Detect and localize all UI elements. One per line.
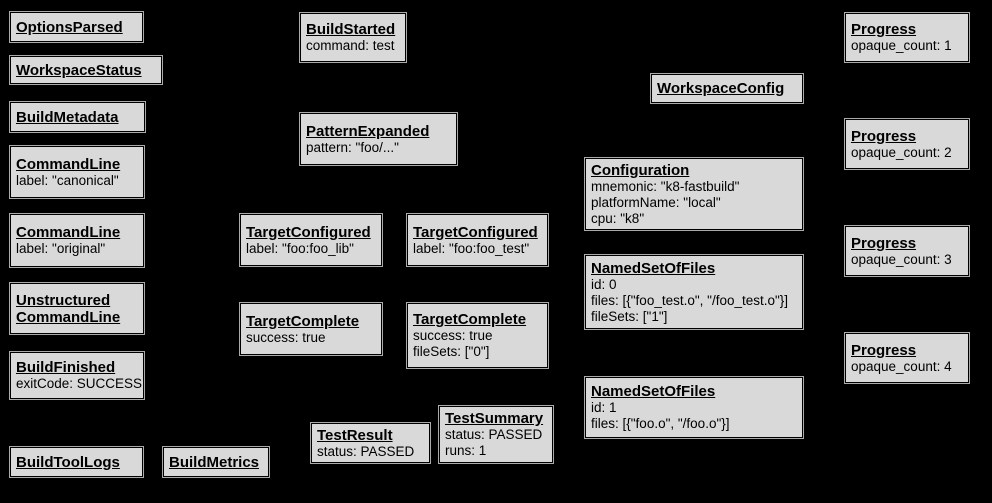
node-detail: success: true — [246, 329, 326, 345]
node-title: CommandLine — [16, 308, 121, 326]
node-detail: files: [{"foo_test.o", "/foo_test.o"}] — [591, 292, 789, 308]
node-detail: runs: 1 — [445, 443, 487, 458]
node-title: BuildStarted — [306, 21, 396, 38]
node-title: BuildMetadata — [16, 108, 119, 126]
node-detail: pattern: "foo/..." — [306, 139, 399, 155]
node-title: CommandLine — [16, 224, 121, 241]
node-title: Progress — [851, 21, 917, 38]
node-title: TargetConfigured — [246, 223, 371, 241]
node-title: Progress — [851, 127, 917, 145]
node-detail: opaque_count: 3 — [851, 251, 952, 267]
node-detail: exitCode: SUCCESS — [16, 376, 143, 391]
node-build-metadata: BuildMetadata — [10, 102, 145, 132]
node-detail: label: "foo:foo_lib" — [246, 240, 354, 256]
node-title: WorkspaceStatus — [16, 61, 142, 79]
node-workspace-config: WorkspaceConfig — [651, 74, 803, 103]
node-options-parsed: OptionsParsed — [10, 12, 143, 42]
node-title: NamedSetOfFiles — [591, 259, 716, 277]
node-detail: platformName: "local" — [591, 194, 721, 210]
node-detail: command: test — [306, 38, 395, 53]
node-detail: success: true — [413, 328, 493, 343]
node-build-metrics: BuildMetrics — [163, 447, 269, 477]
node-title: Unstructured — [16, 291, 111, 309]
node-detail: fileSets: ["1"] — [591, 308, 668, 324]
node-title: TargetComplete — [246, 312, 360, 330]
node-detail: mnemonic: "k8-fastbuild" — [591, 178, 740, 194]
node-title: BuildMetrics — [169, 453, 260, 471]
node-detail: opaque_count: 2 — [851, 144, 952, 160]
node-detail: id: 1 — [591, 400, 617, 415]
node-title: OptionsParsed — [16, 18, 123, 36]
node-workspace-status: WorkspaceStatus — [10, 56, 162, 84]
node-detail: status: PASSED — [317, 443, 415, 459]
node-title: Configuration — [591, 161, 690, 179]
node-title: NamedSetOfFiles — [591, 383, 716, 400]
node-detail: cpu: "k8" — [591, 210, 645, 226]
node-title: TestSummary — [445, 410, 544, 427]
node-build-tool-logs: BuildToolLogs — [10, 447, 143, 477]
node-detail: id: 0 — [591, 276, 617, 292]
node-title: TargetConfigured — [413, 223, 538, 241]
node-detail: label: "original" — [16, 241, 106, 256]
node-title: WorkspaceConfig — [657, 80, 785, 97]
node-detail: files: [{"foo.o", "/foo.o"}] — [591, 416, 730, 431]
node-detail: opaque_count: 4 — [851, 358, 952, 374]
node-detail: label: "foo:foo_test" — [413, 240, 530, 256]
node-detail: label: "canonical" — [16, 172, 119, 188]
node-detail: fileSets: ["0"] — [413, 344, 490, 359]
node-title: BuildToolLogs — [16, 453, 120, 471]
node-title: Progress — [851, 234, 917, 252]
node-title: CommandLine — [16, 155, 121, 173]
node-detail: opaque_count: 1 — [851, 38, 952, 53]
node-title: Progress — [851, 341, 917, 359]
node-title: TargetComplete — [413, 311, 527, 328]
node-title: TestResult — [317, 426, 393, 444]
node-detail: status: PASSED — [445, 427, 543, 442]
node-title: BuildFinished — [16, 359, 116, 376]
node-title: PatternExpanded — [306, 122, 430, 140]
